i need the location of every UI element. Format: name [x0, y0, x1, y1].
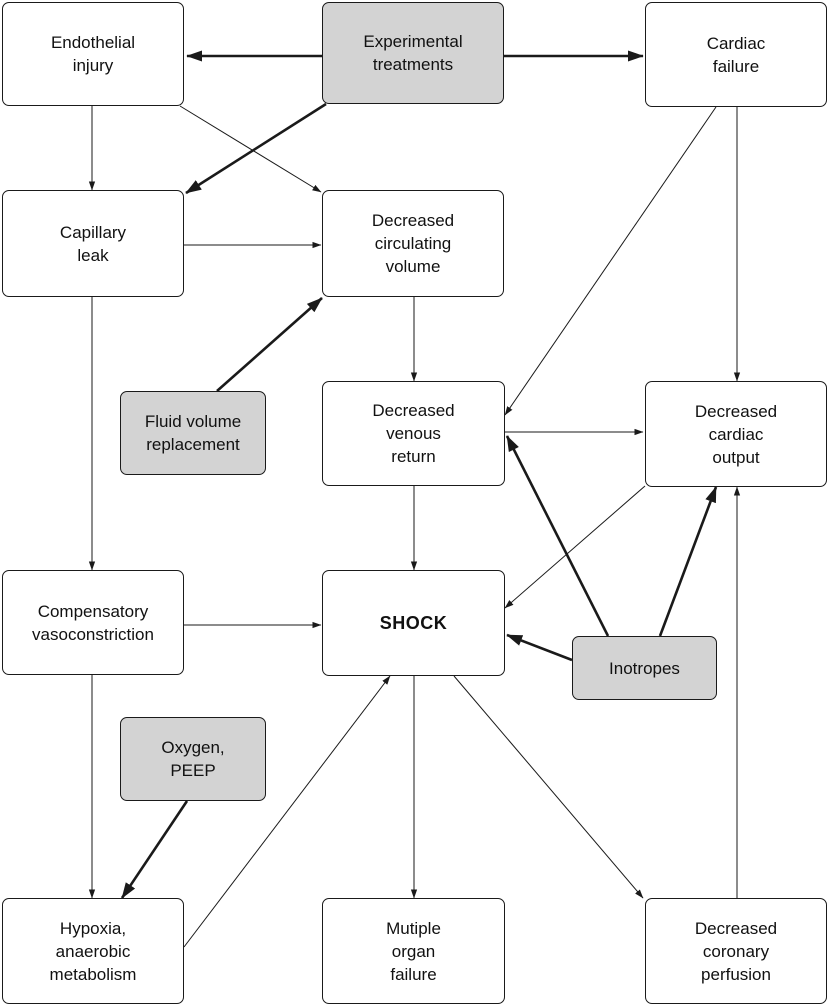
arrow-cardiac-to-venous [504, 106, 717, 416]
arrow-inotropes-to-shock [506, 633, 573, 662]
arrow-output-to-shock [504, 485, 646, 609]
node-capillary-leak-label: Capillary leak [59, 222, 127, 265]
node-oxygen-peep: Oxygen, PEEP [120, 717, 266, 801]
arrow-experimental-to-capillary [185, 102, 327, 195]
node-decreased-circulating-volume: Decreased circulating volume [322, 190, 504, 297]
node-capillary-leak: Capillary leak [2, 190, 184, 297]
node-inotropes: Inotropes [572, 636, 717, 700]
node-compensatory-vasoconstriction-label: Compensatory vasoconstriction [32, 601, 154, 644]
arrow-hypoxia-to-shock [183, 675, 391, 948]
node-decreased-venous-return: Decreased venous return [322, 381, 505, 486]
node-decreased-circulating-volume-label: Decreased circulating volume [371, 211, 455, 276]
node-cardiac-failure: Cardiac failure [645, 2, 827, 107]
node-oxygen-peep-label: Oxygen, PEEP [161, 738, 225, 780]
node-decreased-coronary-perfusion: Decreased coronary perfusion [645, 898, 827, 1004]
node-experimental-treatments: Experimental treatments [322, 2, 504, 104]
node-decreased-cardiac-output: Decreased cardiac output [645, 381, 827, 487]
node-cardiac-failure-label: Cardiac failure [706, 33, 766, 76]
arrow-inotropes-to-output [658, 486, 718, 637]
node-hypoxia-label: Hypoxia, anaerobic metabolism [49, 918, 137, 984]
node-hypoxia: Hypoxia, anaerobic metabolism [2, 898, 184, 1004]
node-fluid-volume-replacement-label: Fluid volume replacement [144, 412, 242, 454]
node-shock-label: SHOCK [379, 612, 448, 633]
node-multiple-organ-failure-label: Mutiple organ failure [386, 918, 441, 984]
node-inotropes-label: Inotropes [609, 658, 680, 678]
node-decreased-cardiac-output-label: Decreased cardiac output [694, 401, 778, 467]
node-multiple-organ-failure: Mutiple organ failure [322, 898, 505, 1004]
arrow-fluid-to-circulating [216, 297, 323, 392]
node-endothelial-injury: Endothelial injury [2, 2, 184, 106]
arrow-shock-to-coronary [453, 675, 644, 899]
arrow-inotropes-to-venous [505, 435, 610, 637]
node-shock: SHOCK [322, 570, 505, 676]
node-decreased-coronary-perfusion-label: Decreased coronary perfusion [694, 918, 778, 984]
node-compensatory-vasoconstriction: Compensatory vasoconstriction [2, 570, 184, 675]
node-fluid-volume-replacement: Fluid volume replacement [120, 391, 266, 475]
node-endothelial-injury-label: Endothelial injury [50, 33, 136, 75]
arrow-oxygen-to-hypoxia [120, 800, 189, 899]
node-experimental-treatments-label: Experimental treatments [363, 32, 463, 74]
arrow-endothelial-to-circulating [179, 105, 322, 193]
node-decreased-venous-return-label: Decreased venous return [372, 401, 455, 466]
